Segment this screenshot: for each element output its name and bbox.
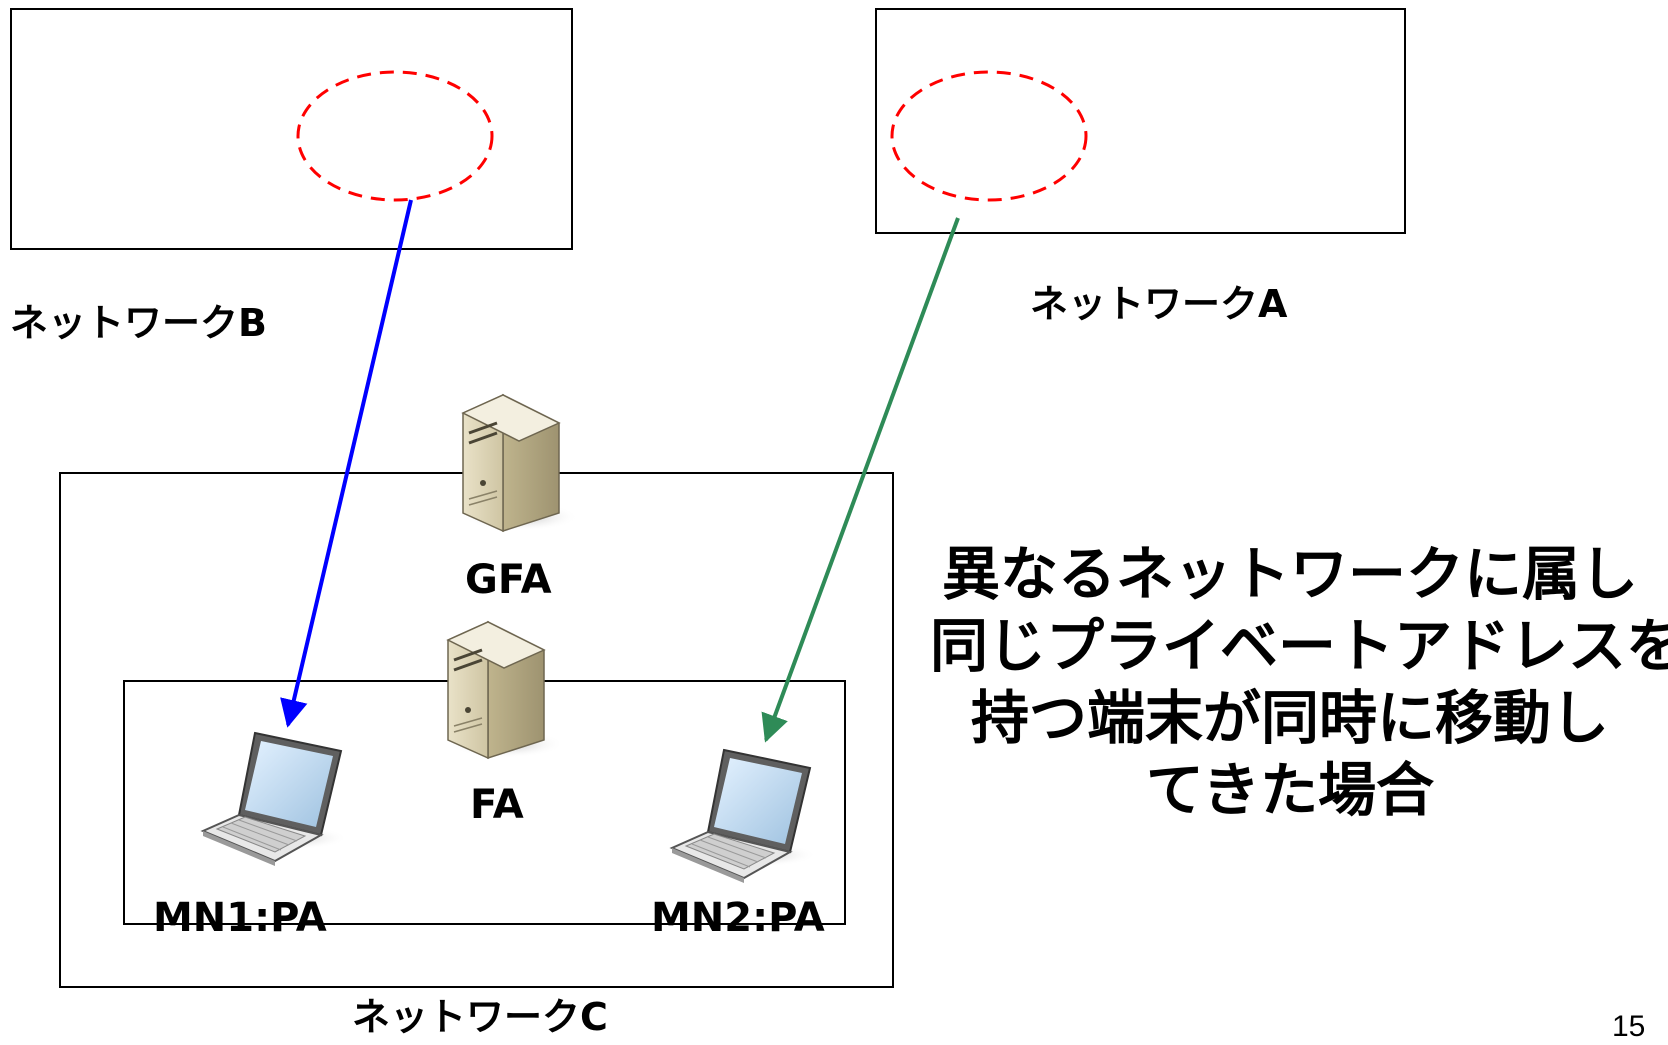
network-a-box [875, 8, 1406, 234]
network-b-label: ネットワークB [10, 301, 267, 345]
laptop-icon [200, 731, 348, 866]
server-icon [461, 393, 579, 533]
server-icon [446, 620, 564, 760]
laptop-icon [669, 748, 817, 883]
fa-label: FA [470, 782, 524, 828]
network-b-box [10, 8, 573, 250]
caption-line: てきた場合 [1145, 756, 1435, 824]
caption-line: 持つ端末が同時に移動し [970, 684, 1609, 752]
arrow-network-b-to-mn1 [280, 199, 413, 728]
mn1-label: MN1:PA [153, 895, 327, 941]
network-c-label: ネットワークC [352, 995, 608, 1039]
arrow-network-a-to-mn2 [761, 217, 960, 743]
mn2-label: MN2:PA [651, 895, 825, 941]
page-number: 15 [1612, 1010, 1646, 1043]
gfa-label: GFA [465, 557, 552, 603]
caption: 異なるネットワークに属し 同じプライベートアドレスを 持つ端末が同時に移動し て… [930, 538, 1668, 826]
caption-line: 同じプライベートアドレスを [930, 612, 1668, 680]
network-a-dashed-ellipse [890, 70, 1088, 202]
network-b-dashed-ellipse [296, 70, 494, 202]
caption-line: 異なるネットワークに属し [941, 540, 1638, 608]
network-a-label: ネットワークA [1030, 282, 1288, 326]
